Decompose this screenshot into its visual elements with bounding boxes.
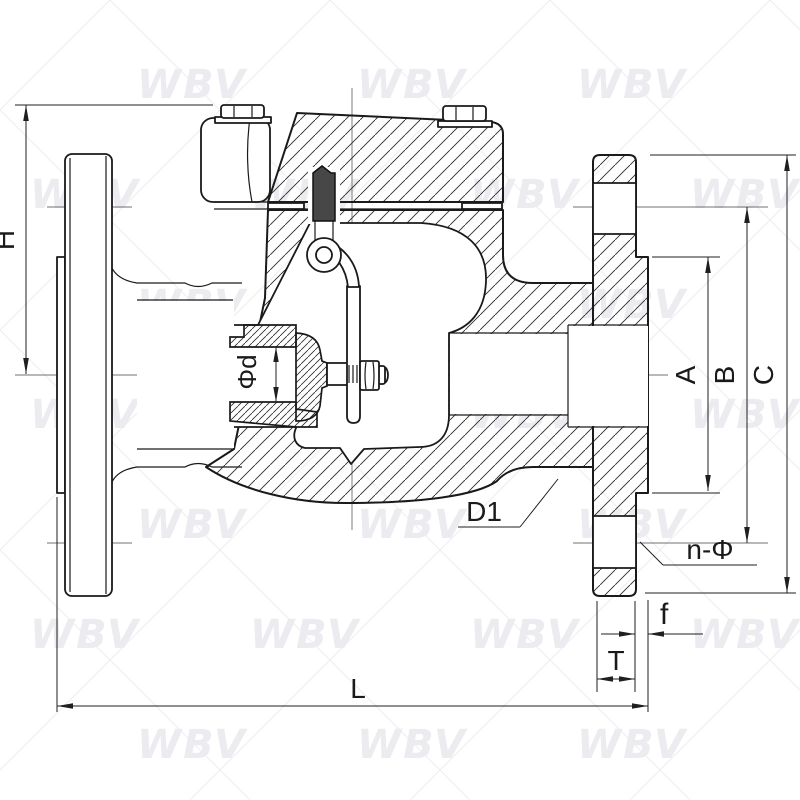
right-flange-bolt-hole-top (592, 182, 637, 235)
dim-label-phi-d: Φd (232, 354, 262, 389)
seat-ring-top (229, 324, 297, 348)
dim-phi-d: Φd (232, 347, 279, 402)
flange-bore (568, 326, 648, 426)
dim-B: B (709, 207, 750, 543)
dim-label-D1: D1 (466, 496, 502, 527)
dim-T: T (596, 601, 636, 692)
bonnet-bolts (214, 104, 493, 128)
left-flange-body (64, 153, 113, 597)
hinge-arm (346, 285, 361, 424)
gasket-right (461, 202, 503, 210)
dim-label-T: T (607, 645, 624, 676)
trim-internals (229, 165, 389, 428)
dim-A: A (652, 256, 720, 494)
right-flange-bolt-hole-bottom (592, 515, 637, 569)
watermark-text: WBV (690, 612, 800, 658)
left-neck-bottom (111, 462, 242, 483)
dim-label-L: L (350, 673, 366, 704)
watermark-text: WBV (357, 502, 468, 548)
inlet-bore (137, 301, 234, 448)
hinge-pin (312, 165, 336, 222)
dim-f: f (601, 598, 703, 712)
watermark-text: WBV (137, 62, 248, 108)
watermark-text: WBV (137, 502, 248, 548)
dim-label-C: C (748, 365, 779, 385)
watermark-text: WBV (250, 612, 361, 658)
dim-label-H: H (0, 230, 20, 250)
watermark-text: WBV (470, 612, 581, 658)
dim-H: H (0, 104, 213, 374)
dim-C: C (645, 154, 796, 594)
right-bolt-head (442, 105, 487, 122)
watermark-text: WBV (137, 722, 248, 768)
watermark-text: WBV (690, 392, 800, 438)
watermark-text: WBV (577, 62, 688, 108)
right-bolt-washer (437, 120, 493, 128)
dim-n-phi: n-Φ (639, 534, 757, 566)
left-raised-face (56, 256, 66, 494)
watermark-text: WBV (357, 62, 468, 108)
watermark-text: WBV (690, 172, 800, 218)
dimensions: H Φd A B (0, 104, 796, 712)
dim-L: L (56, 497, 648, 712)
dim-label-f: f (660, 598, 669, 631)
watermark-text: WBV (30, 612, 141, 658)
watermark-text: WBV (577, 722, 688, 768)
valve-body (137, 154, 649, 597)
hinge-pin-hole (315, 246, 333, 264)
bonnet-side-lug (200, 117, 271, 203)
dim-D1: D1 (458, 478, 559, 528)
outlet-bore (450, 334, 568, 414)
left-neck-top (111, 267, 242, 288)
gasket-left (267, 202, 305, 210)
left-flange (56, 153, 242, 597)
watermark-text: WBV (357, 722, 468, 768)
disc (295, 332, 328, 422)
dim-label-B: B (709, 366, 740, 385)
bonnet-lug-contour (246, 117, 253, 203)
dim-label-n-phi: n-Φ (686, 534, 733, 565)
dim-label-A: A (670, 365, 701, 384)
disc-nut (359, 360, 380, 391)
left-bolt-head (220, 104, 265, 119)
